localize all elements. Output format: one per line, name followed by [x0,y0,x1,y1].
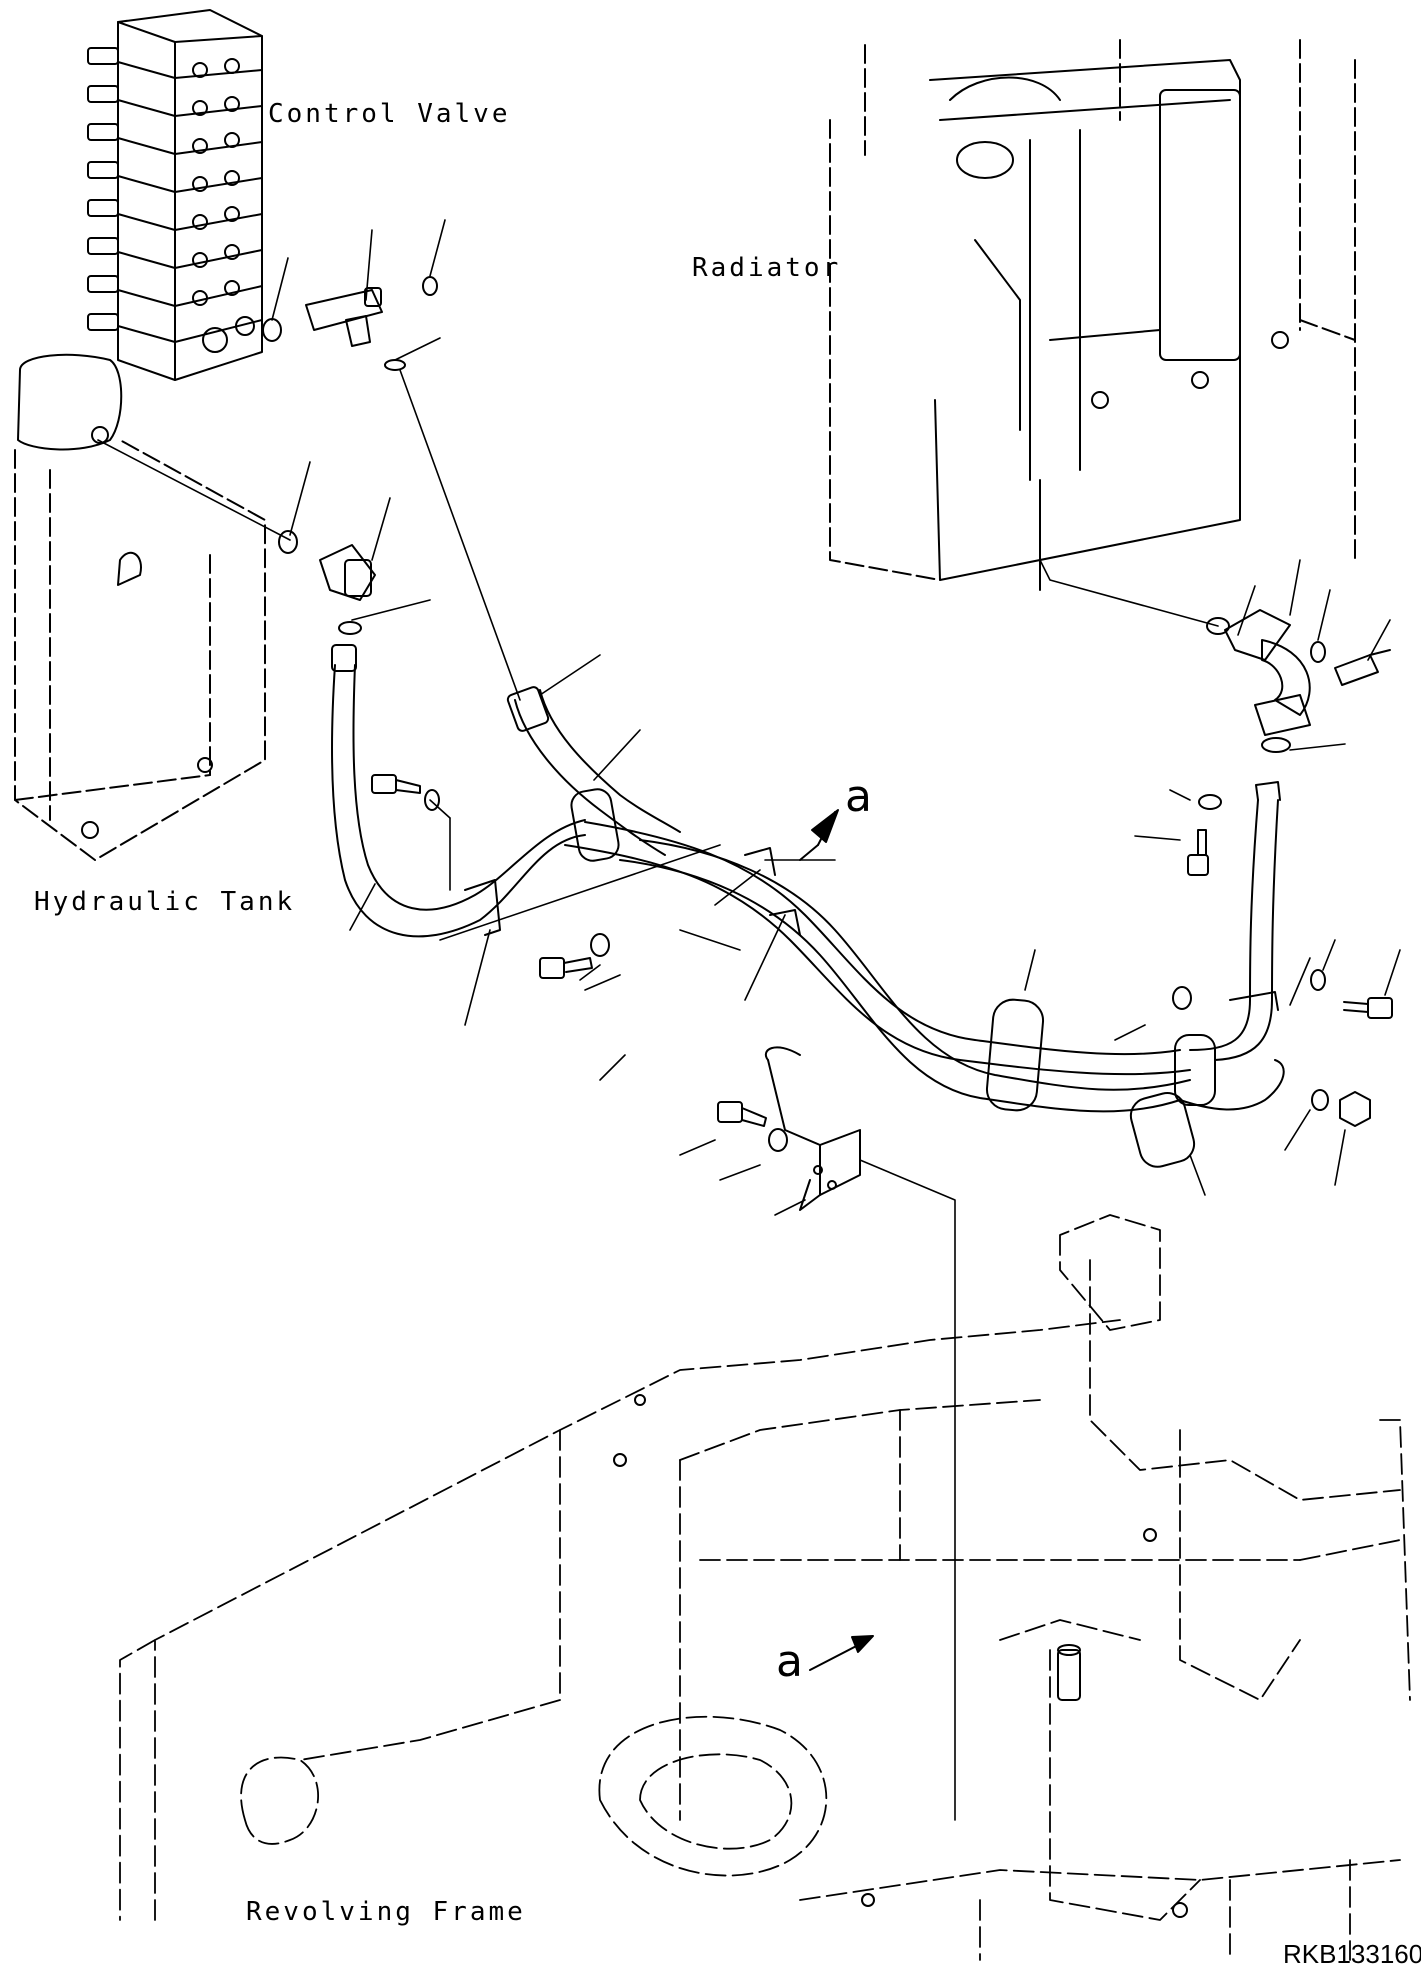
tee-fitting [262,276,438,371]
view-marker-lower: a [776,1636,803,1687]
valve-ports [192,58,255,353]
radiator-drawing [829,39,1356,591]
pipe-clamps [464,788,1279,1168]
main-pipe-bundle [564,781,1285,1113]
bolts-and-washers [371,774,1393,1152]
callout-leaders [97,219,1401,1821]
radiator-label: Radiator [692,253,842,283]
drawing-code: RKB133160 [1283,1939,1421,1969]
revolving-frame-drawing [119,1214,1411,1961]
valve-spool-caps [87,47,119,331]
view-arrow-lower [809,1635,874,1671]
view-arrow-upper [799,809,839,861]
hydraulic-tank-drawing [14,353,266,861]
hose-from-tee [506,686,681,856]
hydraulic-tank-label: Hydraulic Tank [34,887,296,917]
radiator-elbow-fitting [1206,609,1391,753]
valve-sections [117,61,263,343]
view-marker-upper: a [845,771,872,822]
revolving-frame-label: Revolving Frame [246,1897,526,1927]
control-valve-label: Control Valve [268,99,511,129]
frame-bosses [613,1394,1188,1918]
elbow-fitting [278,530,376,635]
suction-hose-left [331,644,586,938]
mounting-bracket [765,1046,861,1211]
control-valve-drawing [87,9,263,381]
